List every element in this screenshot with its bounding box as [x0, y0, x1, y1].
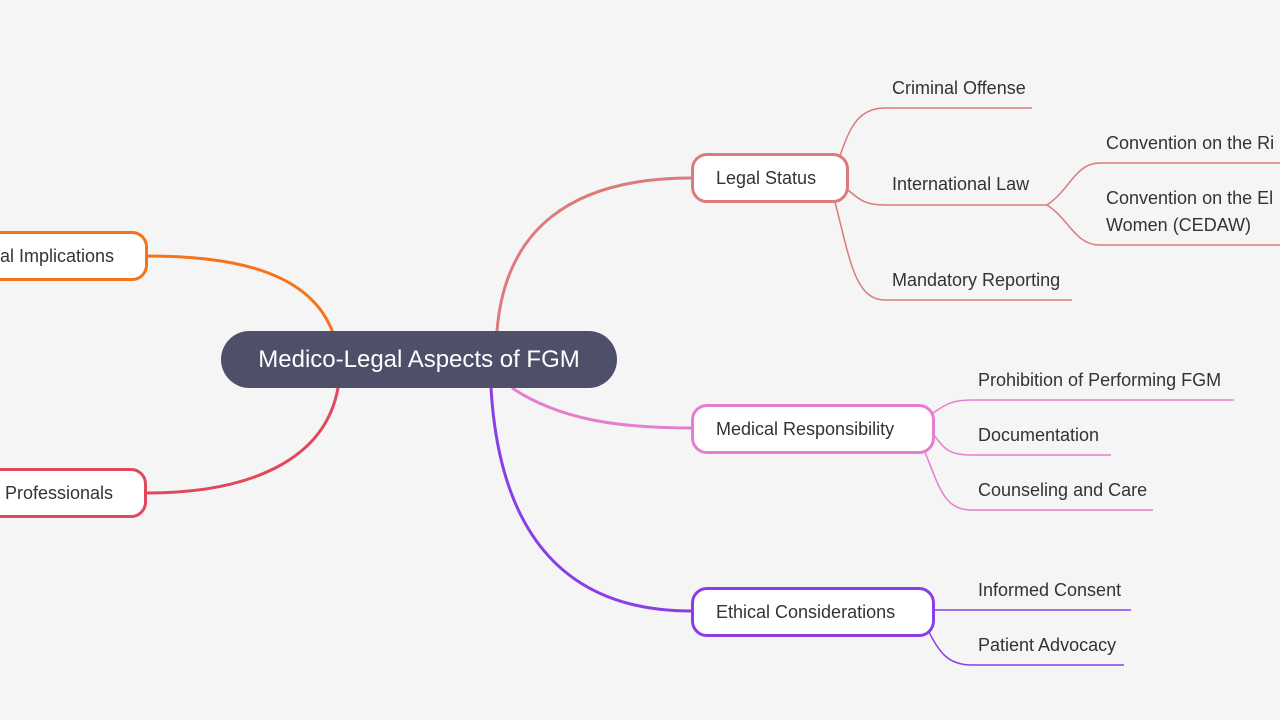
- leaf-informed-consent[interactable]: Informed Consent: [978, 580, 1122, 600]
- branch-professionals[interactable]: Professionals: [0, 468, 147, 518]
- connector-international-law: [847, 189, 1047, 206]
- branch-label: al Implications: [0, 245, 114, 266]
- root-topic[interactable]: Medico-Legal Aspects of FGM: [221, 331, 617, 388]
- connector-convention-el: [1046, 204, 1280, 246]
- leaf-mandatory-reporting[interactable]: Mandatory Reporting: [892, 270, 1061, 290]
- leaf-criminal-offense[interactable]: Criminal Offense: [892, 78, 1026, 98]
- leaf-prohibition[interactable]: Prohibition of Performing FGM: [978, 370, 1222, 390]
- branch-legal-implications[interactable]: al Implications: [0, 231, 148, 281]
- connector-root-legal-implications: [146, 254, 335, 334]
- connector-documentation: [933, 434, 1111, 456]
- branch-label: Professionals: [4, 482, 113, 503]
- branch-ethical-considerations[interactable]: Ethical Considerations: [691, 587, 935, 637]
- connector-patient-advocacy: [927, 629, 1124, 666]
- branch-label: Legal Status: [716, 167, 817, 188]
- connector-counseling: [924, 451, 1153, 511]
- leaf-line: Women (CEDAW): [1106, 215, 1252, 235]
- connector-root-professionals: [146, 387, 340, 495]
- connector-prohibition: [929, 399, 1234, 416]
- leaf-counseling[interactable]: Counseling and Care: [978, 480, 1148, 500]
- leaf-patient-advocacy[interactable]: Patient Advocacy: [978, 635, 1117, 655]
- leaf-convention-cedaw[interactable]: Convention on the El Women (CEDAW): [1106, 185, 1273, 239]
- branch-label: Ethical Considerations: [716, 601, 896, 622]
- leaf-international-law[interactable]: International Law: [892, 174, 1030, 194]
- leaf-line: Convention on the El: [1106, 188, 1274, 208]
- leaf-documentation[interactable]: Documentation: [978, 425, 1100, 445]
- branch-label: Medical Responsibility: [716, 418, 895, 439]
- connector-convention-ri: [1046, 162, 1280, 206]
- connector-root-ethical-considerations: [489, 387, 692, 613]
- leaf-convention-rights[interactable]: Convention on the Ri: [1106, 133, 1275, 153]
- connector-root-legal-status: [495, 176, 692, 332]
- connector-mandatory-reporting: [834, 201, 1072, 301]
- branch-legal-status[interactable]: Legal Status: [691, 153, 849, 203]
- connector-criminal-offense: [839, 107, 1032, 157]
- branch-medical-responsibility[interactable]: Medical Responsibility: [691, 404, 935, 454]
- connector-root-medical-responsibility: [511, 386, 692, 430]
